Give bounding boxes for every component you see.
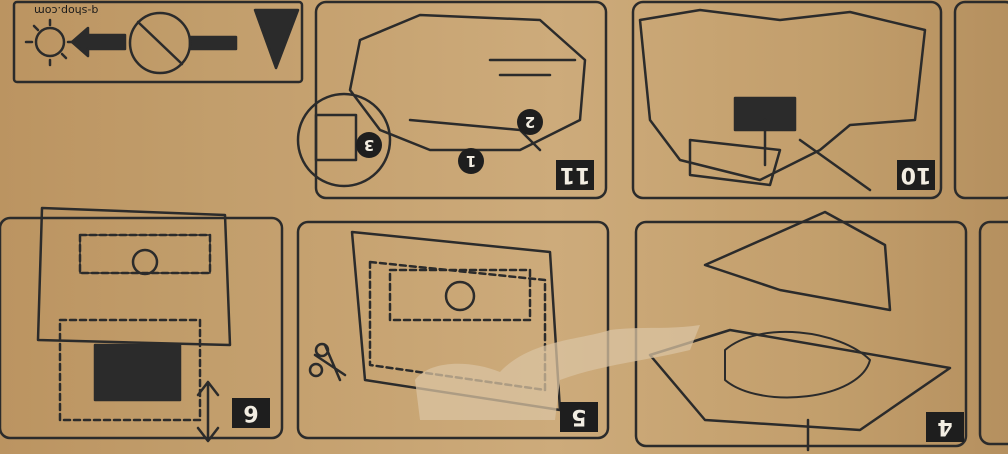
callout-2-badge: 2 bbox=[517, 109, 543, 135]
step-6-badge: 6 bbox=[232, 398, 270, 428]
step-5-badge: 5 bbox=[560, 402, 598, 432]
step-11-badge: 11 bbox=[556, 160, 594, 190]
step-4-badge: 4 bbox=[926, 412, 964, 442]
step-10-badge: 10 bbox=[897, 160, 935, 190]
callout-3-badge: 3 bbox=[356, 132, 382, 158]
website-text: q-shop.com bbox=[34, 4, 98, 17]
callout-1-badge: 1 bbox=[458, 148, 484, 174]
